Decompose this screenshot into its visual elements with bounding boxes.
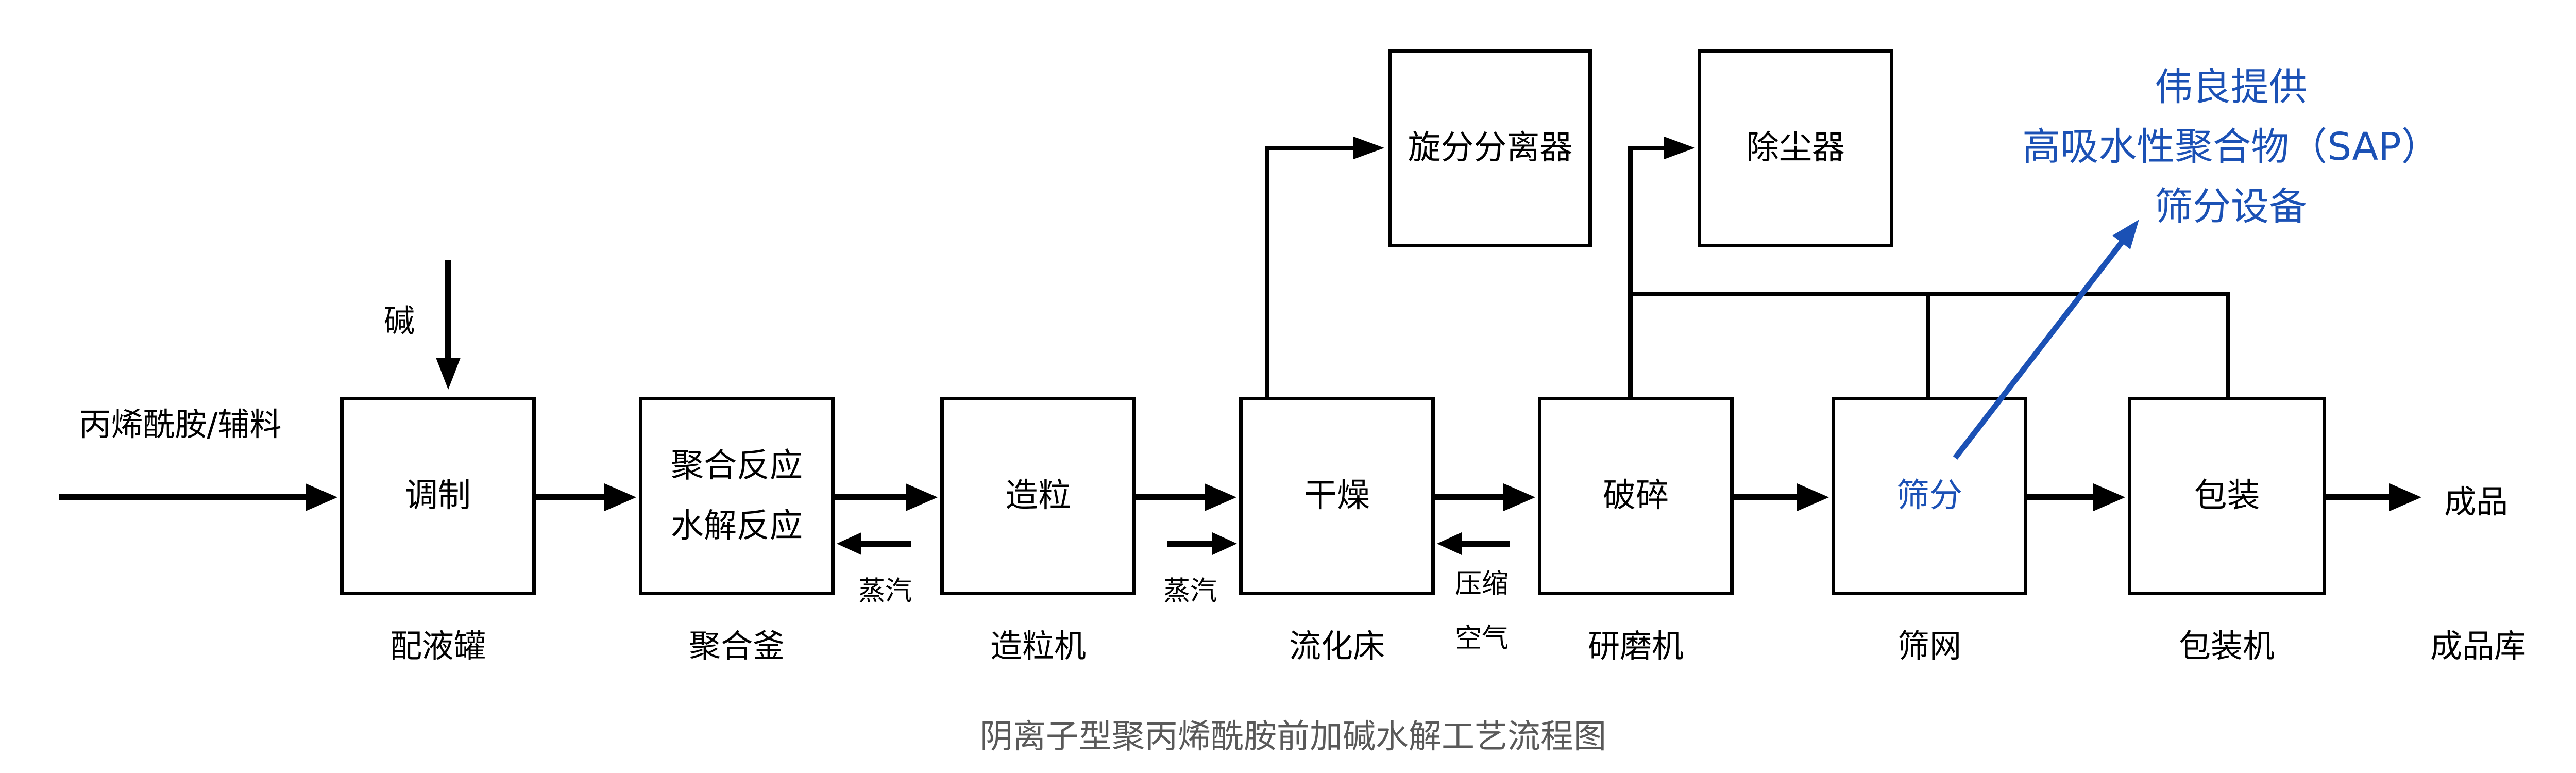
product-storage-label: 成品库 xyxy=(2430,627,2527,665)
equipment-label-polymerization-kettle: 聚合釜 xyxy=(688,627,785,665)
box-mixing: 调制 xyxy=(340,397,536,595)
annotation-line1: 伟良提供 xyxy=(2155,65,2307,109)
arrowhead-right-icon xyxy=(906,483,938,511)
box-crushing-label: 破碎 xyxy=(1603,476,1669,515)
arrowhead-left-icon xyxy=(837,532,861,555)
product-label: 成品 xyxy=(2444,483,2509,520)
box-mixing-label: 调制 xyxy=(405,476,471,515)
arrowhead-right-icon xyxy=(1797,483,1829,511)
equipment-label-solution-tank: 配液罐 xyxy=(389,627,486,665)
arrowhead-right-icon xyxy=(1664,137,1695,159)
box-polymerization-label-line2: 水解反应 xyxy=(671,507,803,545)
box-drying: 干燥 xyxy=(1239,397,1435,595)
arrowhead-right-icon xyxy=(1212,532,1237,555)
equipment-label-grinder: 研磨机 xyxy=(1587,627,1684,665)
box-dust-collector: 除尘器 xyxy=(1698,49,1893,247)
box-screening-label: 筛分 xyxy=(1896,476,1962,515)
box-granulation: 造粒 xyxy=(940,397,1136,595)
compressed-air-line1: 压缩 xyxy=(1454,568,1509,599)
box-crushing: 破碎 xyxy=(1538,397,1734,595)
box-cyclone-separator: 旋分分离器 xyxy=(1388,49,1592,247)
box-polymerization: 聚合反应 水解反应 xyxy=(639,397,835,595)
steam-label-2: 蒸汽 xyxy=(1163,576,1217,607)
feed-label: 丙烯酰胺/辅料 xyxy=(79,406,282,443)
equipment-label-screen-mesh: 筛网 xyxy=(1897,627,1962,665)
box-packaging-label: 包装 xyxy=(2194,476,2260,515)
box-granulation-label: 造粒 xyxy=(1005,476,1071,515)
box-polymerization-label-line1: 聚合反应 xyxy=(671,446,803,485)
arrowhead-right-icon xyxy=(306,483,337,511)
annotation-line3: 筛分设备 xyxy=(2155,184,2307,229)
equipment-label-fluidized-bed: 流化床 xyxy=(1289,627,1385,665)
steam-label-1: 蒸汽 xyxy=(858,576,912,607)
box-dust-collector-label: 除尘器 xyxy=(1746,128,1845,167)
box-cyclone-separator-label: 旋分分离器 xyxy=(1408,128,1573,167)
annotation-line2: 高吸水性聚合物（SAP） xyxy=(2022,125,2439,169)
compressed-air-line2: 空气 xyxy=(1454,623,1509,654)
arrowhead-right-icon xyxy=(604,483,636,511)
arrowhead-right-icon xyxy=(2389,483,2421,511)
diagram-title: 阴离子型聚丙烯酰胺前加碱水解工艺流程图 xyxy=(980,718,1606,756)
equipment-label-granulator: 造粒机 xyxy=(990,627,1087,665)
arrowhead-left-icon xyxy=(1437,532,1462,555)
annotation-text: 伟良提供 高吸水性聚合物（SAP） 筛分设备 xyxy=(2022,57,2439,237)
box-drying-label: 干燥 xyxy=(1304,476,1370,515)
arrowhead-down-icon xyxy=(436,358,461,390)
compressed-air-label: 压缩 空气 xyxy=(1455,557,1509,666)
arrowhead-right-icon xyxy=(1205,483,1236,511)
arrowhead-right-icon xyxy=(1353,137,1384,159)
arrowhead-right-icon xyxy=(2093,483,2125,511)
equipment-label-packaging-machine: 包装机 xyxy=(2178,627,2275,665)
arrowhead-right-icon xyxy=(1503,483,1535,511)
box-packaging: 包装 xyxy=(2128,397,2326,595)
annotation-arrow xyxy=(1953,212,2148,460)
box-screening: 筛分 xyxy=(1832,397,2027,595)
alkali-label: 碱 xyxy=(384,303,415,340)
